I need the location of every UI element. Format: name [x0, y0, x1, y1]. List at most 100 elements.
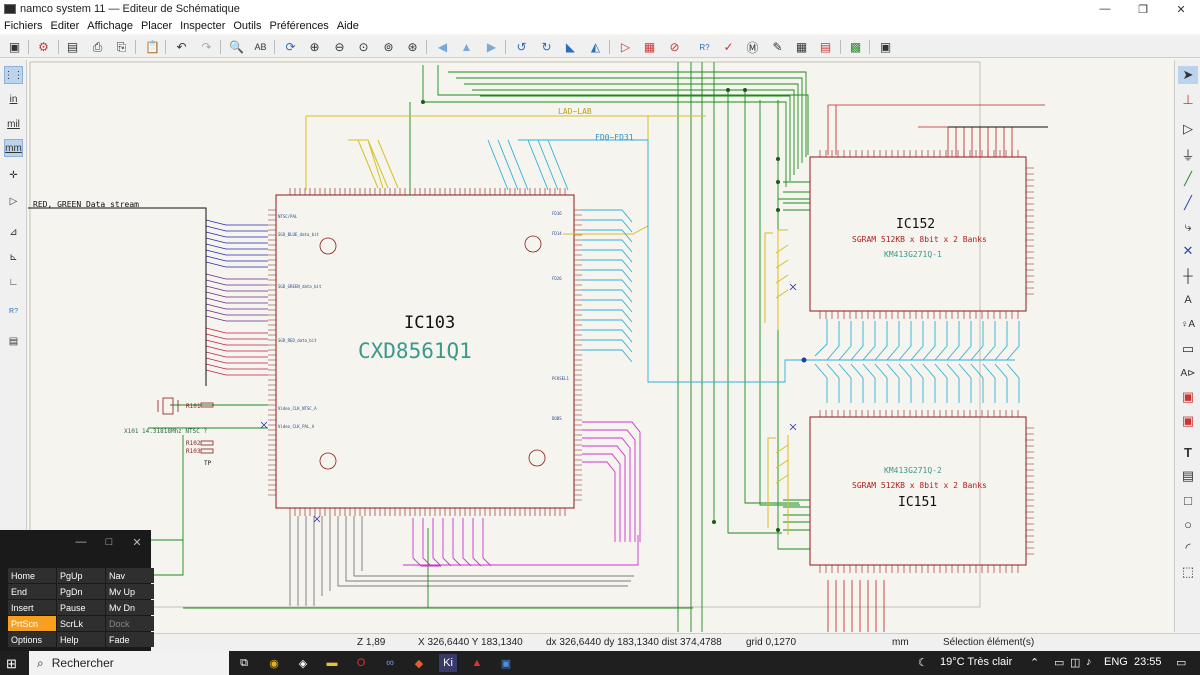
- bom-icon[interactable]: Ⓜ: [746, 40, 759, 55]
- osk-key-fade[interactable]: Fade: [106, 632, 154, 647]
- menu-aide[interactable]: Aide: [336, 20, 359, 32]
- pcb-icon[interactable]: ▩: [849, 40, 862, 54]
- file-explorer-icon[interactable]: ▬: [326, 657, 338, 669]
- menu-placer[interactable]: Placer: [140, 20, 173, 32]
- app3-icon[interactable]: ◆: [414, 657, 424, 670]
- footprint-assign-icon[interactable]: ▤: [819, 40, 832, 54]
- chrome-icon[interactable]: ◉: [269, 657, 279, 670]
- save-icon[interactable]: ▣: [8, 40, 21, 54]
- page-settings-icon[interactable]: ▤: [66, 40, 79, 54]
- redo-icon[interactable]: ↷: [201, 40, 212, 54]
- osk-key-pgup[interactable]: PgUp: [57, 568, 105, 583]
- osk-key-nav[interactable]: Nav: [106, 568, 154, 583]
- close-button[interactable]: ✕: [1176, 3, 1186, 16]
- add-wire-icon[interactable]: ╱: [1184, 171, 1192, 186]
- language-indicator[interactable]: ENG: [1104, 656, 1128, 668]
- minimize-button[interactable]: —: [1099, 3, 1111, 15]
- osk-key-pgdn[interactable]: PgDn: [57, 584, 105, 599]
- refresh-icon[interactable]: ⟳: [285, 40, 296, 54]
- app4-icon[interactable]: ▣: [500, 657, 512, 670]
- rotate-cw-icon[interactable]: ↻: [541, 40, 552, 54]
- osk-key-insert[interactable]: Insert: [8, 600, 56, 615]
- rotate-ccw-icon[interactable]: ↺: [516, 40, 527, 54]
- taskbar-search[interactable]: ⌕ Rechercher: [29, 651, 229, 675]
- mirror-v-icon[interactable]: ◣: [565, 40, 576, 54]
- kicad-taskbar-icon[interactable]: Ki: [439, 654, 457, 672]
- textbox-icon[interactable]: ▤: [1181, 468, 1195, 483]
- global-label-icon[interactable]: ▭: [1181, 341, 1195, 356]
- back-icon[interactable]: ◀: [437, 40, 448, 54]
- grid-icon[interactable]: ⋮⋮: [4, 66, 24, 84]
- circle-icon[interactable]: ○: [1184, 516, 1192, 532]
- list-icon[interactable]: ▤: [8, 335, 19, 347]
- add-symbol-icon[interactable]: ▷: [1183, 121, 1193, 136]
- osk-maximize-button[interactable]: □: [105, 536, 113, 548]
- erc-icon[interactable]: ✓: [723, 40, 734, 54]
- osk-minimize-button[interactable]: —: [75, 536, 87, 548]
- weather-text[interactable]: 19°C Très clair: [940, 656, 1013, 668]
- arc-icon[interactable]: ◜: [1185, 540, 1191, 555]
- osk-key-scrlk[interactable]: ScrLk: [57, 616, 105, 631]
- zoom-selection-icon[interactable]: ⊛: [407, 40, 418, 54]
- ortho-line-icon[interactable]: ⊿: [9, 226, 18, 238]
- menu-fichiers[interactable]: Fichiers: [4, 20, 43, 32]
- maximize-button[interactable]: ❐: [1138, 3, 1148, 16]
- paste-icon[interactable]: 📋: [145, 40, 160, 54]
- units-in-button[interactable]: in: [9, 93, 18, 105]
- app-icon[interactable]: ◈: [298, 657, 308, 670]
- menu-preferences[interactable]: Préférences: [269, 20, 329, 32]
- osk-key-home[interactable]: Home: [8, 568, 56, 583]
- add-bus-icon[interactable]: ╱: [1184, 195, 1192, 210]
- erc-marker-icon[interactable]: R?: [9, 307, 18, 315]
- volume-icon[interactable]: ♪: [1086, 656, 1092, 668]
- sheet-icon[interactable]: ▣: [1181, 389, 1195, 404]
- zoom-in-icon[interactable]: ⊕: [309, 40, 320, 54]
- text-icon[interactable]: T: [1184, 444, 1192, 460]
- annotate-icon[interactable]: ⊘: [669, 40, 680, 54]
- no-connect-icon[interactable]: ✕: [1182, 243, 1194, 258]
- find-icon[interactable]: 🔍: [229, 40, 244, 54]
- zoom-fit-icon[interactable]: ⊙: [358, 40, 369, 54]
- osk-key-prtscn[interactable]: PrtScn: [8, 616, 56, 631]
- menu-editer[interactable]: Editer: [50, 20, 80, 32]
- app2-icon[interactable]: ∞: [386, 657, 394, 669]
- label-icon[interactable]: A: [1184, 294, 1192, 306]
- print-icon[interactable]: ⎙: [92, 39, 103, 54]
- tray-chevron-icon[interactable]: ⌃: [1030, 657, 1040, 669]
- network-icon[interactable]: ◫: [1070, 657, 1081, 669]
- scripting-icon[interactable]: ▣: [879, 40, 892, 54]
- junction-icon[interactable]: ┼: [1183, 267, 1193, 283]
- net-label-icon[interactable]: ♀A: [1180, 318, 1196, 330]
- netlist-icon[interactable]: R?: [699, 42, 710, 52]
- menu-outils[interactable]: Outils: [233, 20, 262, 32]
- task-view-icon[interactable]: ⧉: [240, 656, 248, 669]
- fields-editor-icon[interactable]: ✎: [772, 40, 783, 54]
- zoom-out-icon[interactable]: ⊖: [334, 40, 345, 54]
- acrobat-icon[interactable]: ▲: [471, 657, 483, 669]
- windows-start-icon[interactable]: ⊞: [6, 656, 17, 671]
- cursor-icon[interactable]: ✛: [9, 169, 18, 181]
- table-icon[interactable]: ▦: [795, 40, 808, 54]
- plot-icon[interactable]: ⎘: [116, 39, 127, 54]
- units-mm-button[interactable]: mm: [4, 139, 23, 157]
- symbol-editor-icon[interactable]: ▷: [620, 40, 631, 54]
- up-icon[interactable]: ▲: [460, 40, 473, 54]
- osk-key-pause[interactable]: Pause: [57, 600, 105, 615]
- opera-icon[interactable]: O: [356, 657, 366, 669]
- osk-key-help[interactable]: Help: [57, 632, 105, 647]
- add-power-icon[interactable]: ⏚: [1181, 147, 1195, 163]
- units-mil-button[interactable]: mil: [7, 118, 20, 130]
- find-replace-icon[interactable]: AB: [254, 42, 267, 52]
- osk-key-end[interactable]: End: [8, 584, 56, 599]
- menu-inspecter[interactable]: Inspecter: [180, 20, 226, 32]
- osk-key-mvdn[interactable]: Mv Dn: [106, 600, 154, 615]
- hier-pin-icon[interactable]: ▷: [9, 195, 18, 207]
- rectangle-icon[interactable]: □: [1184, 492, 1192, 508]
- free-line-icon[interactable]: ∟: [8, 276, 19, 288]
- symbol-browser-icon[interactable]: ▦: [643, 40, 656, 54]
- osk-key-dock[interactable]: Dock: [106, 616, 154, 631]
- undo-icon[interactable]: ↶: [176, 40, 187, 54]
- osk-key-mvup[interactable]: Mv Up: [106, 584, 154, 599]
- weather-icon[interactable]: ☾: [918, 657, 928, 669]
